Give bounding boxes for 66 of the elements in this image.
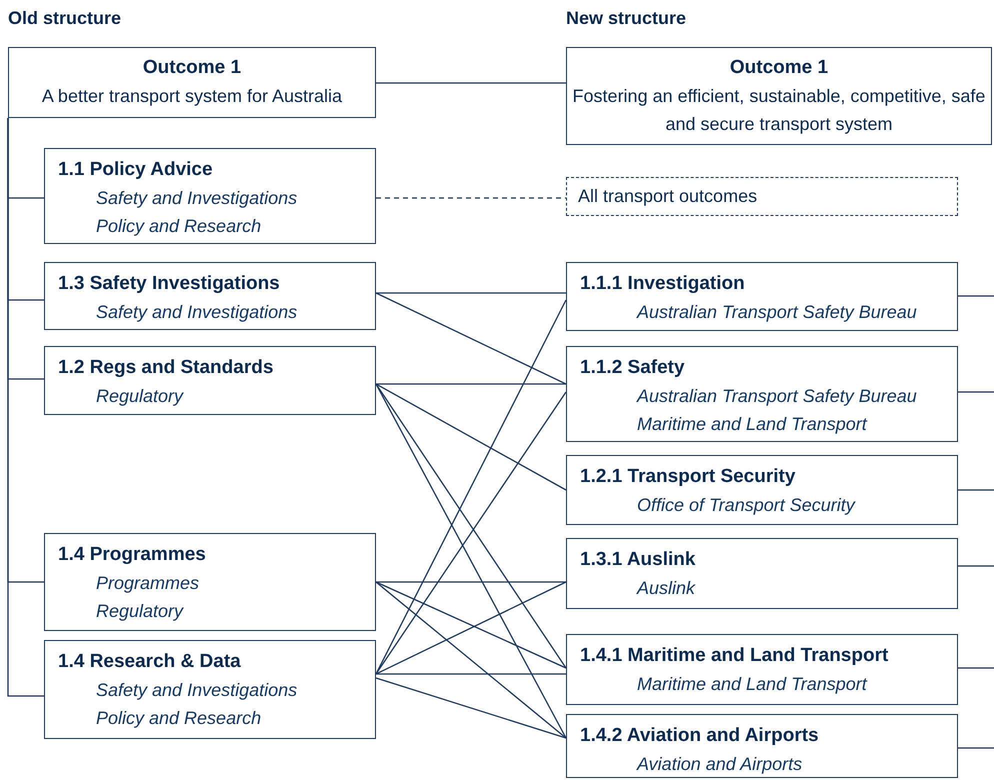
process-box [566,538,958,609]
process-box [566,47,992,145]
unit-name: Maritime and Land Transport [637,673,867,695]
process-box [566,634,958,705]
box-heading: 1.1 Policy Advice [58,159,213,181]
process-box [566,346,958,442]
process-box [44,533,376,631]
connector-line [376,677,566,739]
connector-line [375,300,567,674]
box-heading: 1.2 Regs and Standards [58,357,274,379]
box-heading: 1.4.2 Aviation and Airports [580,725,819,747]
connector-line [958,565,994,567]
box-description: Fostering an efficient, sustainable, competitive, safe and secure transport system [572,85,986,136]
connector-line [7,118,44,697]
process-box [44,262,376,330]
connector-line [958,747,994,749]
column-heading: New structure [566,8,686,29]
box-heading: 1.4 Programmes [58,544,206,566]
unit-name: Auslink [637,577,696,599]
connector-line [376,673,566,675]
process-box [8,47,376,118]
unit-name: Maritime and Land Transport [637,413,867,435]
box-heading: 1.1.1 Investigation [580,273,745,295]
process-box [566,262,958,331]
connector-line [958,391,994,393]
box-heading: 1.3.1 Auslink [580,549,696,571]
connector-line [376,197,566,199]
connector-line [376,581,566,583]
connector-line [376,383,566,491]
box-heading: Outcome 1 [142,56,242,80]
unit-name: Safety and Investigations [96,187,298,209]
process-box [44,640,376,739]
box-heading: 1.3 Safety Investigations [58,273,280,295]
connector-line [376,582,566,738]
column-heading: Old structure [8,8,122,29]
process-box [566,455,958,525]
unit-name: Office of Transport Security [637,494,855,516]
connector-line [958,489,994,491]
process-box [44,148,376,244]
unit-name: Policy and Research [96,215,262,237]
unit-name: Programmes [96,572,200,594]
connector-line [376,82,566,84]
box-heading: 1.1.2 Safety [580,357,685,379]
dashed-box [566,177,958,216]
process-box [566,714,958,778]
connector-line [958,667,994,669]
box-heading: 1.2.1 Transport Security [580,466,796,488]
unit-name: Policy and Research [96,707,262,729]
connector-line [376,292,566,294]
box-heading: 1.4.1 Maritime and Land Transport [580,645,888,667]
connector-line [958,295,994,297]
unit-name: Australian Transport Safety Bureau [637,385,917,407]
unit-name: Safety and Investigations [96,301,298,323]
process-box [44,346,376,415]
box-text: All transport outcomes [578,185,758,207]
box-heading: 1.4 Research & Data [58,651,241,673]
unit-name: Safety and Investigations [96,679,298,701]
unit-name: Australian Transport Safety Bureau [637,301,917,323]
unit-name: Regulatory [96,385,184,407]
connector-line [376,383,566,385]
unit-name: Aviation and Airports [637,753,802,775]
box-description: A better transport system for Australia [40,85,344,108]
box-heading: Outcome 1 [728,56,830,80]
connector-line [375,384,567,738]
unit-name: Regulatory [96,600,184,622]
connector-line [376,292,566,385]
